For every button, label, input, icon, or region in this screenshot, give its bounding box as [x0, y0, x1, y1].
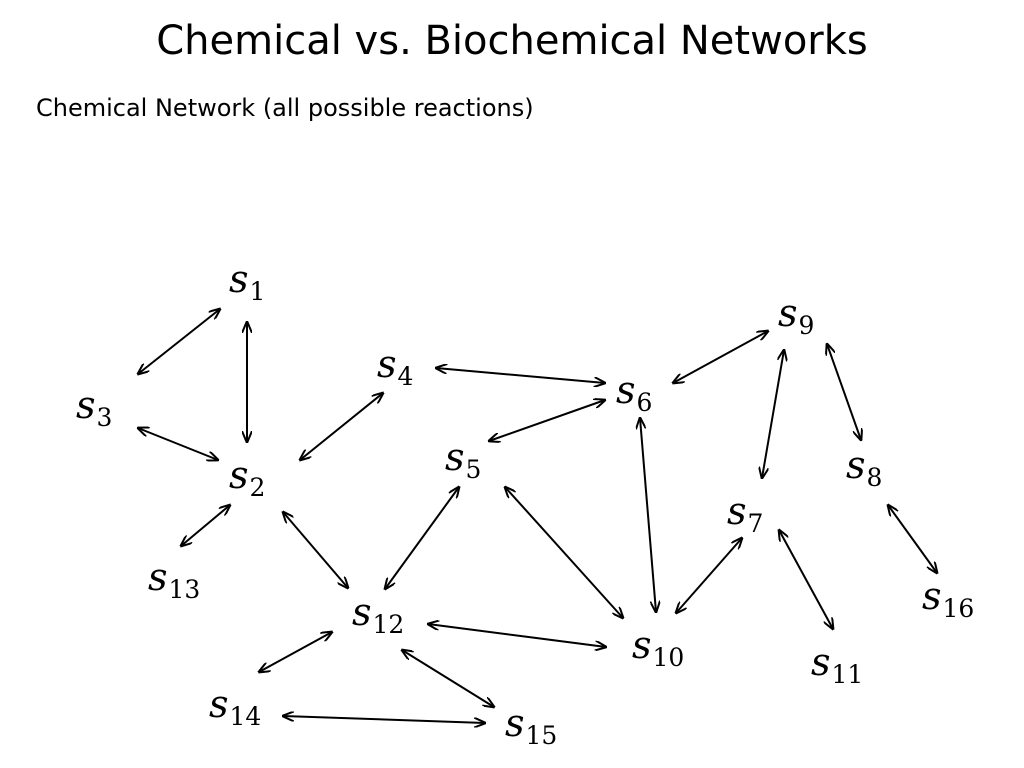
- node-s7: s7: [727, 489, 763, 538]
- edge-s14-s15: [283, 716, 485, 723]
- edge-s6-s9: [673, 331, 768, 383]
- node-s4: s4: [377, 342, 413, 391]
- edge-s3-s2: [138, 428, 218, 460]
- edge-s2-s12: [283, 512, 348, 588]
- node-s14: s14: [209, 682, 261, 731]
- node-s5: s5: [445, 435, 481, 484]
- edge-s2-s13: [181, 505, 230, 546]
- slide-title: Chemical vs. Biochemical Networks: [156, 18, 868, 64]
- edge-s8-s16: [888, 505, 937, 573]
- node-s10: s10: [632, 623, 684, 672]
- edge-s12-s15: [402, 650, 494, 707]
- node-s13: s13: [148, 555, 200, 604]
- node-s3: s3: [76, 383, 112, 432]
- edge-s9-s8: [827, 344, 861, 440]
- node-s1: s1: [229, 257, 265, 306]
- edge-s4-s6: [436, 368, 605, 383]
- species-nodes: s1 s2 s3 s4 s5 s6 s7 s8 s9 s10 s11 s12 s13 s14 s15 s16: [76, 257, 974, 750]
- node-s6: s6: [616, 368, 652, 417]
- edge-s1-s3: [138, 309, 220, 374]
- node-s12: s12: [352, 590, 404, 639]
- node-s9: s9: [778, 291, 814, 340]
- edge-s7-s10: [676, 538, 742, 613]
- node-s16: s16: [922, 574, 974, 623]
- edge-s12-s14: [259, 632, 332, 672]
- edge-s9-s7: [762, 350, 784, 478]
- edge-s5-s6: [489, 400, 605, 441]
- edge-s5-s10: [505, 487, 623, 618]
- edge-s2-s4: [300, 393, 383, 460]
- node-s15: s15: [505, 701, 557, 750]
- slide-subtitle: Chemical Network (all possible reactions…: [36, 94, 534, 122]
- node-s2: s2: [229, 453, 265, 502]
- node-s11: s11: [811, 640, 863, 689]
- reaction-edges: [138, 309, 937, 723]
- edge-s6-s10: [640, 418, 656, 612]
- edge-s7-s11: [779, 530, 833, 629]
- edge-s5-s12: [385, 487, 459, 589]
- node-s8: s8: [846, 443, 882, 492]
- edge-s12-s10: [428, 624, 606, 647]
